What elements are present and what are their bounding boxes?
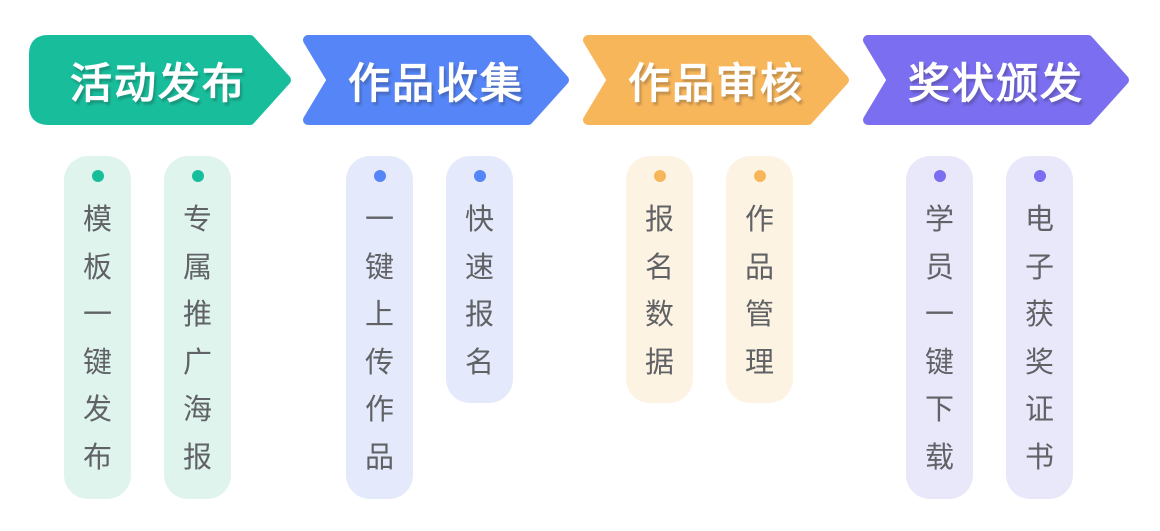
step-title: 作品审核	[627, 58, 804, 108]
bullet-dot	[1033, 170, 1046, 182]
step-collect-features: 一键上传作品 快速报名	[346, 156, 513, 499]
step-review-features: 报名数据 作品管理	[626, 156, 793, 404]
step-award-banner: 奖状颁发	[856, 28, 1136, 132]
feature-label: 专属推广海报	[183, 202, 213, 474]
feature-pill: 作品管理	[726, 156, 793, 404]
step-award-features: 学员一键下载 电子获奖证书	[906, 156, 1073, 499]
step-title: 活动发布	[69, 58, 246, 108]
feature-label: 报名数据	[645, 202, 675, 379]
step-collect-banner: 作品收集	[296, 28, 576, 132]
bullet-dot	[191, 170, 204, 182]
step-title: 作品收集	[347, 58, 524, 108]
feature-pill: 一键上传作品	[346, 156, 413, 499]
arrow-shape-chevron	[863, 35, 1129, 125]
arrow-shape-rounded-start	[29, 35, 291, 125]
arrow-shape-chevron	[583, 35, 849, 125]
step-title: 奖状颁发	[907, 58, 1084, 108]
feature-label: 学员一键下载	[925, 202, 955, 474]
feature-label: 快速报名	[465, 202, 495, 379]
feature-pill: 快速报名	[446, 156, 513, 404]
bullet-dot	[933, 170, 946, 182]
feature-label: 一键上传作品	[365, 202, 395, 474]
step-publish-features: 模板一键发布 专属推广海报	[64, 156, 231, 499]
bullet-dot	[753, 170, 766, 182]
feature-pill: 电子获奖证书	[1006, 156, 1073, 499]
bullet-dot	[373, 170, 386, 182]
feature-label: 电子获奖证书	[1025, 202, 1055, 474]
feature-label: 模板一键发布	[83, 202, 113, 474]
feature-pill: 模板一键发布	[64, 156, 131, 499]
arrow-shape-chevron	[303, 35, 569, 125]
bullet-dot	[653, 170, 666, 182]
feature-pill: 报名数据	[626, 156, 693, 404]
feature-label: 作品管理	[745, 202, 775, 379]
step-review-banner: 作品审核	[576, 28, 856, 132]
feature-pill: 学员一键下载	[906, 156, 973, 499]
bullet-dot	[91, 170, 104, 182]
step-publish-banner: 活动发布	[18, 28, 298, 132]
feature-pill: 专属推广海报	[164, 156, 231, 499]
bullet-dot	[473, 170, 486, 182]
